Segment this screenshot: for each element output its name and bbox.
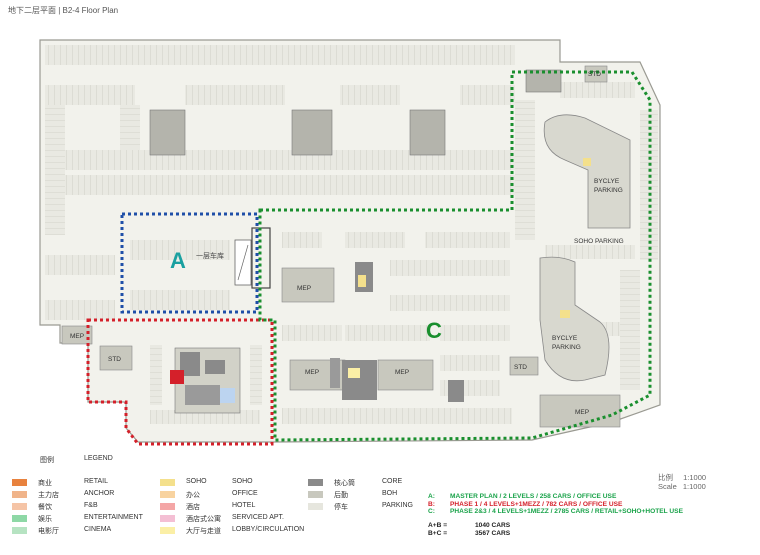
legend-header-cn: 图例: [40, 457, 54, 464]
zone-c-label: C: [426, 318, 442, 343]
legend-item-en: CINEMA: [84, 526, 112, 533]
zone-a-label: A: [170, 248, 186, 273]
legend-swatch: [308, 503, 323, 510]
legend-swatch: [160, 515, 175, 522]
legend-header-en: LEGEND: [84, 455, 113, 462]
legend-item-en: SERVICED APT.: [232, 514, 285, 521]
legend-item-en: ANCHOR: [84, 490, 115, 497]
legend-item-cn: 娱乐: [38, 516, 52, 523]
scale-cn-value: 1:1000: [683, 473, 707, 482]
total-text: 1040 CARS: [475, 522, 511, 529]
mep-label-1: MEP: [297, 285, 311, 292]
zone-b-building: [170, 347, 241, 414]
note-key: B:: [428, 500, 435, 508]
legend-swatch: [12, 503, 27, 510]
note-text: PHASE 1 / 4 LEVELS+1MEZZ / 782 CARS / OF…: [450, 500, 623, 508]
legend-item-en: ENTERTAINMENT: [84, 514, 143, 521]
legend-item-cn: 办公: [186, 492, 200, 499]
total-key: B+C =: [428, 530, 448, 537]
mep-label-3: MEP: [395, 369, 409, 376]
scale-cn: 比例 1:1000: [658, 472, 706, 483]
parking-stall-rows: [45, 45, 658, 424]
floor-plan: A C 一层车库 STD STD STD MEP MEP MEP MEP MEP…: [39, 39, 661, 446]
core-blocks: [149, 69, 562, 156]
legend-item-cn: 停车: [334, 504, 348, 511]
mep-label-2: MEP: [305, 369, 319, 376]
bicycle-parking: [539, 114, 631, 382]
legend-item-cn: 电影厅: [38, 528, 59, 535]
legend-swatch: [12, 479, 27, 486]
legend-item-cn: 后勤: [334, 492, 348, 499]
legend-swatch: [12, 515, 27, 522]
bicycle-label-1: BYCLYE: [594, 178, 620, 185]
note-text: PHASE 2&3 / 4 LEVELS+1MEZZ / 2785 CARS /…: [450, 508, 683, 515]
legend-item-cn: 酒店: [186, 504, 200, 511]
total-key: A+B =: [428, 522, 448, 529]
legend-item-cn: 商业: [38, 480, 52, 487]
scale-en-value: 1:1000: [682, 482, 706, 491]
note-text: MASTER PLAN / 2 LEVELS / 258 CARS / OFFI…: [450, 493, 617, 500]
zone-c-cores: [330, 262, 464, 402]
mep-rooms: [61, 65, 621, 428]
legend-swatch: [160, 479, 175, 486]
legend-item-en: HOTEL: [232, 502, 256, 509]
legend-item-cn: 大厅与走道: [186, 528, 221, 535]
legend-item-en: PARKING: [382, 502, 413, 509]
soho-parking-label: SOHO PARKING: [574, 238, 624, 245]
legend-item-cn: SOHO: [186, 478, 207, 485]
total-text: 3567 CARS: [475, 530, 511, 537]
legend-item-cn: 主力店: [38, 492, 59, 499]
note-key: C:: [428, 508, 435, 515]
legend-item-cn: 酒店式公寓: [186, 516, 221, 523]
page-title: 地下二层平面 | B2-4 Floor Plan: [8, 6, 119, 15]
bicycle-label-2: BYCLYE: [552, 335, 578, 342]
scale-en-label: Scale: [658, 482, 677, 491]
std-label-3: STD: [514, 364, 527, 371]
std-label-1: STD: [588, 71, 601, 78]
legend-item-en: F&B: [84, 502, 98, 509]
legend-swatch: [308, 491, 323, 498]
std-label-2: STD: [108, 356, 121, 363]
legend-swatch: [160, 527, 175, 534]
zone-b-boundary: [86, 318, 274, 446]
scale-cn-label: 比例: [658, 473, 673, 482]
legend-item-en: OFFICE: [232, 490, 258, 497]
legend-item-en: LOBBY/CIRCULATION: [232, 526, 305, 533]
zone-a-boundary: [120, 212, 259, 314]
legend-swatch: [308, 479, 323, 486]
legend-item-en: RETAIL: [84, 478, 108, 485]
zone-c-boundary: [258, 70, 652, 442]
legend-item-en: SOHO: [232, 478, 253, 485]
scale-en: Scale 1:1000: [658, 482, 706, 491]
legend-swatch: [12, 527, 27, 534]
legend-swatch: [160, 491, 175, 498]
legend-item-en: BOH: [382, 490, 398, 497]
legend-item-cn: 核心筒: [334, 480, 355, 487]
legend-item-cn: 餐饮: [38, 504, 52, 511]
legend-item-en: CORE: [382, 478, 403, 485]
bicycle-parking-label-1: PARKING: [594, 187, 623, 194]
legend-swatch: [160, 503, 175, 510]
legend-swatch: [12, 491, 27, 498]
note-key: A:: [428, 493, 435, 500]
mep-label-5: MEP: [70, 333, 84, 340]
mep-label-4: MEP: [575, 409, 589, 416]
bicycle-parking-label-2: PARKING: [552, 344, 581, 351]
cheku-label: 一层车库: [196, 251, 224, 260]
